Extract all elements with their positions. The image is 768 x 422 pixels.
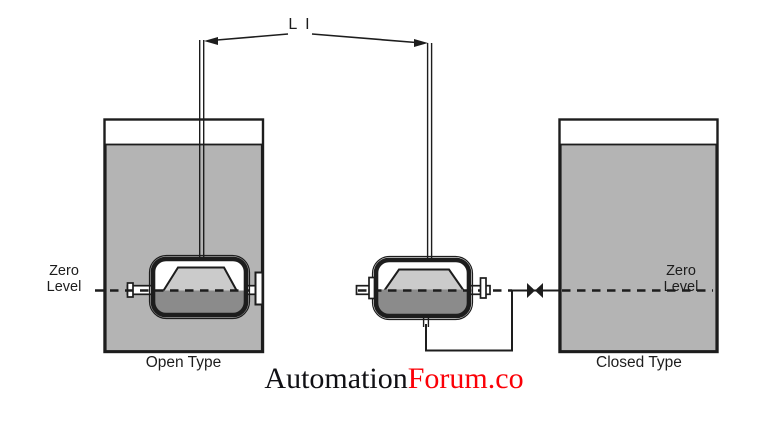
left-torque-tube bbox=[198, 40, 205, 260]
chamber-flange-right bbox=[254, 271, 264, 306]
external-displacer-chamber bbox=[355, 255, 512, 321]
chamber-liquid bbox=[376, 289, 469, 316]
right-torque-tube bbox=[426, 43, 433, 261]
chamber-flange-left bbox=[368, 276, 376, 300]
zero-level-label-line1: Zero bbox=[49, 263, 79, 279]
closed-tank bbox=[558, 118, 719, 354]
zero-level-label-line2: Level bbox=[663, 278, 699, 295]
zero-level-label-right: Zero Level bbox=[651, 263, 711, 295]
watermark-text: AutomationForum.co bbox=[184, 362, 604, 396]
arrowhead-left-icon bbox=[204, 37, 218, 45]
zero-level-label-line2: Level bbox=[46, 278, 82, 295]
zero-level-label-left: Zero Level bbox=[34, 263, 94, 295]
isolation-valve-icon bbox=[527, 283, 543, 298]
chamber-border bbox=[150, 256, 249, 318]
closed-tank-liquid bbox=[559, 143, 718, 352]
valve-triangle bbox=[535, 283, 543, 298]
chamber-halo bbox=[148, 254, 251, 320]
closed-type-caption: Closed Type bbox=[596, 354, 682, 371]
instrument-label: L I bbox=[288, 16, 312, 33]
chamber-border bbox=[373, 257, 472, 319]
internal-displacer-chamber bbox=[95, 254, 264, 320]
watermark-text-red: Forum.co bbox=[407, 362, 524, 395]
watermark-text-black: Automation bbox=[264, 362, 408, 395]
li-annotation-arrows bbox=[204, 33, 428, 47]
open-tank-liquid bbox=[104, 143, 263, 352]
displacer-float bbox=[382, 268, 466, 292]
loop-line bbox=[425, 291, 513, 352]
arrowhead-right-icon bbox=[414, 39, 428, 47]
zero-level-label-line1: Zero bbox=[666, 263, 696, 279]
valve-triangle bbox=[527, 283, 535, 298]
chamber-flange-right bbox=[479, 277, 487, 299]
arrow-line-left bbox=[216, 33, 289, 41]
chamber-liquid bbox=[153, 290, 246, 315]
open-type-caption: Open Type bbox=[145, 354, 222, 371]
arrow-line-right bbox=[311, 33, 417, 44]
